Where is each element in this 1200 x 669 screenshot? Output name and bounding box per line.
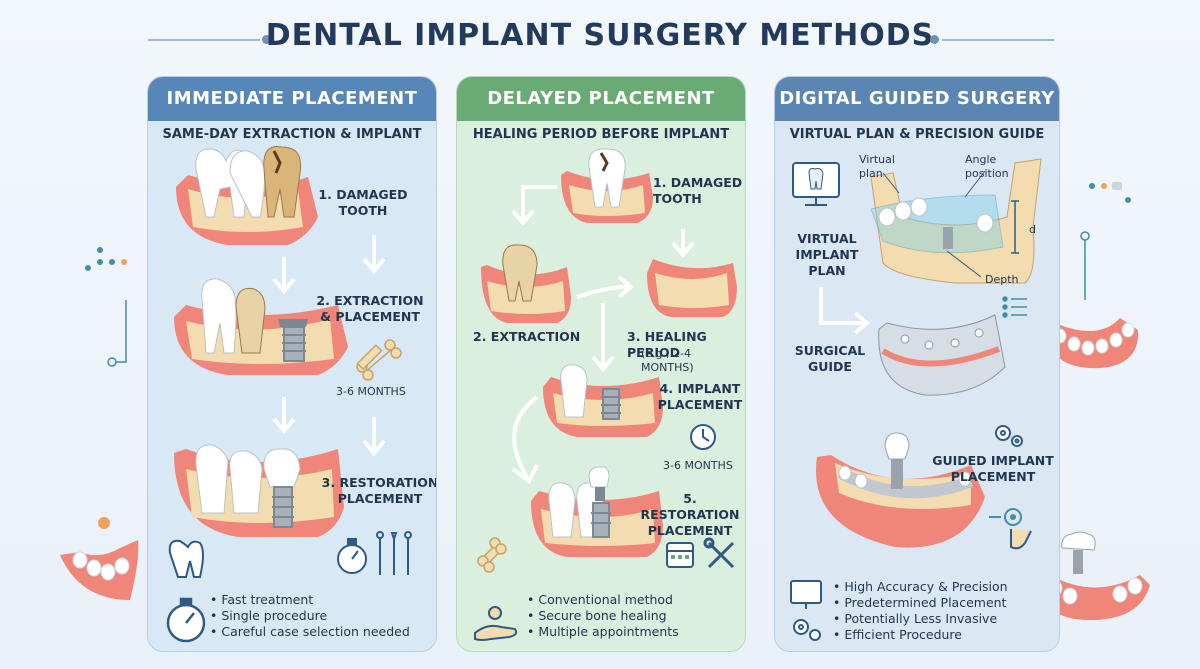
callout-angle-position: Angle position <box>965 153 1009 180</box>
panel-header: DELAYED PLACEMENT <box>457 77 745 121</box>
monitor-icon <box>792 162 840 206</box>
step-3-label: 3. HEALING PERIOD <box>627 329 707 360</box>
dental-tools-icon <box>376 531 412 575</box>
panel-delayed-placement: DELAYED PLACEMENT HEALING PERIOD BEFORE … <box>456 76 746 652</box>
title-dot-right <box>930 35 939 44</box>
callout-virtual-plan: Virtual plan <box>859 153 895 180</box>
callout-d: d <box>1029 223 1036 236</box>
gears-icon-small <box>793 619 821 641</box>
list-icon <box>1002 296 1027 318</box>
title-bar: DENTAL IMPLANT SURGERY METHODS <box>0 14 1200 58</box>
panel-3-illustrations <box>790 158 1042 641</box>
step-5-label: 5. RESTORATION PLACEMENT <box>640 491 740 538</box>
surgical-guide <box>878 314 1006 396</box>
jaw-model-bottom-right <box>1040 531 1150 620</box>
step-surgical-guide-label: SURGICAL GUIDE <box>794 343 866 374</box>
step-guided-implant-label: GUIDED IMPLANT PLACEMENT <box>932 453 1054 484</box>
panel-2-illustrations <box>474 148 737 641</box>
clock-icon <box>690 424 716 450</box>
bullet-list: Fast treatment Single procedure Careful … <box>210 592 410 640</box>
jaw-damaged-tooth <box>176 145 318 245</box>
wrench-icon <box>703 537 735 569</box>
panel-subtitle: SAME-DAY EXTRACTION & IMPLANT <box>162 127 422 142</box>
jaw-restoration <box>174 444 344 537</box>
step-3-label: 3. RESTORATION PLACEMENT <box>321 475 437 506</box>
bullet-item: Careful case selection needed <box>210 624 409 640</box>
gears-icon <box>995 425 1023 447</box>
title-rule-right <box>942 39 1054 41</box>
panel-header: DIGITAL GUIDED SURGERY <box>775 77 1059 121</box>
step-1-label: 1. DAMAGED TOOTH <box>653 175 743 206</box>
bullet-item: Fast treatment <box>210 592 410 608</box>
panel-immediate-placement: IMMEDIATE PLACEMENT SAME-DAY EXTRACTION … <box>147 76 437 652</box>
panel-header: IMMEDIATE PLACEMENT <box>148 77 436 121</box>
panel-1-illustrations <box>166 145 412 643</box>
jaw-guided-implant <box>815 432 985 548</box>
monitor-icon-small <box>790 580 822 609</box>
step-2-label: 2. EXTRACTION <box>473 329 581 344</box>
jaw-model-left <box>60 540 139 600</box>
right-dot-network <box>1089 182 1131 203</box>
bone-icon <box>356 339 402 381</box>
flow-arrows <box>511 185 695 485</box>
flow-arrows <box>272 235 386 457</box>
left-dot-network <box>85 247 127 271</box>
bullet-item: High Accuracy & Precision <box>833 579 1007 595</box>
panel-subtitle: VIRTUAL PLAN & PRECISION GUIDE <box>789 127 1045 142</box>
healing-note: (e.g., 2-4 MONTHS) <box>641 347 694 374</box>
jaw-extraction <box>481 244 571 323</box>
jaw-model-right <box>1048 318 1139 369</box>
page-title: DENTAL IMPLANT SURGERY METHODS <box>265 18 935 53</box>
callout-depth: Depth <box>985 273 1019 286</box>
title-dot-left <box>262 35 271 44</box>
touch-icon <box>989 508 1032 550</box>
bullet-list: Conventional method Secure bone healing … <box>527 592 679 640</box>
panel-subtitle: HEALING PERIOD BEFORE IMPLANT <box>472 127 730 142</box>
step-1-label: 1. DAMAGED TOOTH <box>318 187 408 218</box>
bullet-item: Potentially Less Invasive <box>833 611 1008 627</box>
hand-icon <box>474 606 518 641</box>
step-2-label: 2. EXTRACTION & PLACEMENT <box>316 293 424 324</box>
duration-label: 3-6 MONTHS <box>663 459 733 472</box>
jaw-virtual-plan <box>870 158 1042 284</box>
title-rule-left <box>148 39 260 41</box>
bone-icon <box>477 537 507 573</box>
step-4-label: 4. IMPLANT PLACEMENT <box>657 381 743 412</box>
step-virtual-plan-label: VIRTUAL IMPLANT PLAN <box>795 231 859 278</box>
bullet-item: Multiple appointments <box>527 624 678 640</box>
flow-arrows <box>819 287 871 335</box>
panel-digital-guided-surgery: DIGITAL GUIDED SURGERY VIRTUAL PLAN & PR… <box>774 76 1060 652</box>
jaw-restoration <box>531 466 663 557</box>
bullet-item: Predetermined Placement <box>833 595 1008 611</box>
jaw-damaged-tooth <box>561 148 653 223</box>
bullet-item: Efficient Procedure <box>833 627 1008 643</box>
calendar-icon <box>666 542 694 568</box>
bullet-item: Secure bone healing <box>527 608 679 624</box>
tooth-icon-small <box>168 539 204 578</box>
jaw-implant-placement <box>543 364 663 437</box>
stopwatch-icon-large <box>166 597 206 643</box>
jaw-healing <box>647 259 737 317</box>
stopwatch-icon <box>337 538 367 574</box>
bullet-item: Single procedure <box>210 608 410 624</box>
bullet-list: High Accuracy & Precision Predetermined … <box>833 579 1008 643</box>
bullet-item: Conventional method <box>527 592 679 608</box>
jaw-extraction-placement <box>174 278 348 375</box>
duration-label: 3-6 MONTHS <box>336 385 406 398</box>
